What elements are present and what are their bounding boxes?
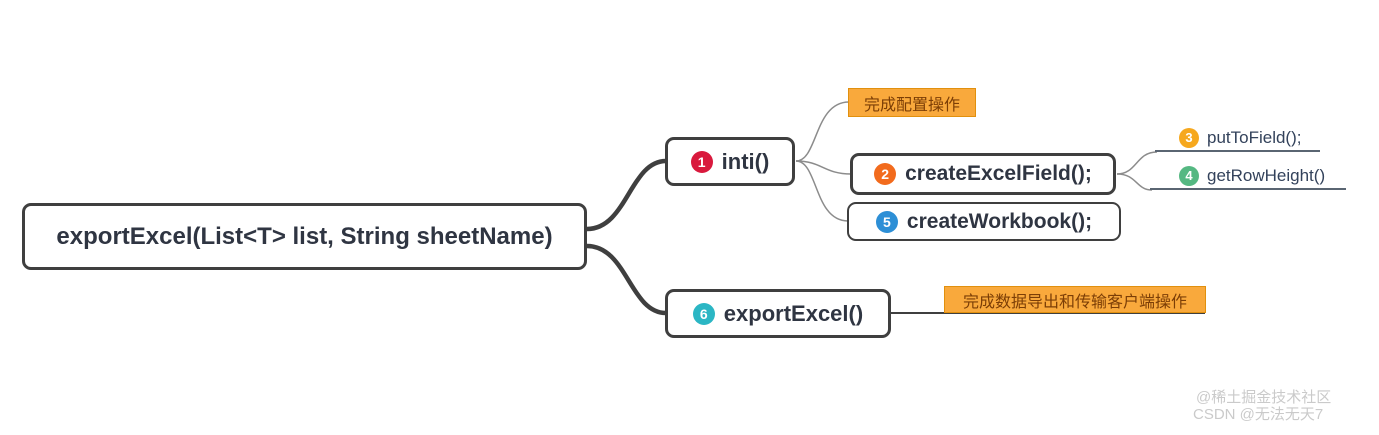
step-5-badge: 5 — [875, 210, 898, 233]
node-createexcelfield[interactable]: 2 createExcelField(); — [850, 153, 1116, 195]
step-3-badge: 3 — [1179, 127, 1199, 148]
getrowheight-label: getRowHeight() — [1207, 165, 1326, 185]
step-2-badge: 2 — [874, 163, 897, 185]
step-4-badge: 4 — [1179, 165, 1199, 186]
node-inti[interactable]: 1 inti() — [665, 137, 795, 186]
connector-cef-to-getrowheight — [1116, 173, 1153, 191]
node-puttofield[interactable]: 3 putToField(); — [1155, 125, 1320, 152]
node-exportexcel[interactable]: 6 exportExcel() — [665, 289, 891, 338]
exportexcel-label: exportExcel() — [723, 300, 864, 326]
node-getrowheight[interactable]: 4 getRowHeight() — [1150, 163, 1346, 190]
connector-inti-to-config-note — [795, 101, 850, 162]
connector-inti-to-createexcelfield — [795, 160, 852, 175]
inti-label: inti() — [721, 148, 770, 174]
note-export-label: 完成数据导出和传输客户端操作 — [962, 293, 1187, 311]
note-config-label: 完成配置操作 — [863, 96, 960, 114]
node-root-exportexcel-signature[interactable]: exportExcel(List<T> list, String sheetNa… — [22, 203, 587, 270]
step-1-badge: 1 — [690, 150, 713, 173]
connector-root-to-inti — [584, 158, 669, 232]
createexcelfield-label: createExcelField(); — [905, 162, 1092, 185]
step-6-badge: 6 — [692, 302, 715, 325]
connector-inti-to-createworkbook — [795, 160, 849, 222]
connector-root-to-exportexcel — [584, 243, 669, 316]
node-createworkbook[interactable]: 5 createWorkbook(); — [847, 202, 1121, 241]
createworkbook-label: createWorkbook(); — [906, 209, 1093, 233]
puttofield-label: putToField(); — [1207, 127, 1302, 147]
note-export-operation[interactable]: 完成数据导出和传输客户端操作 — [944, 286, 1206, 313]
root-label: exportExcel(List<T> list, String sheetNa… — [56, 222, 553, 250]
note-config-operation[interactable]: 完成配置操作 — [848, 88, 976, 117]
connector-cef-to-puttofield — [1116, 151, 1158, 175]
